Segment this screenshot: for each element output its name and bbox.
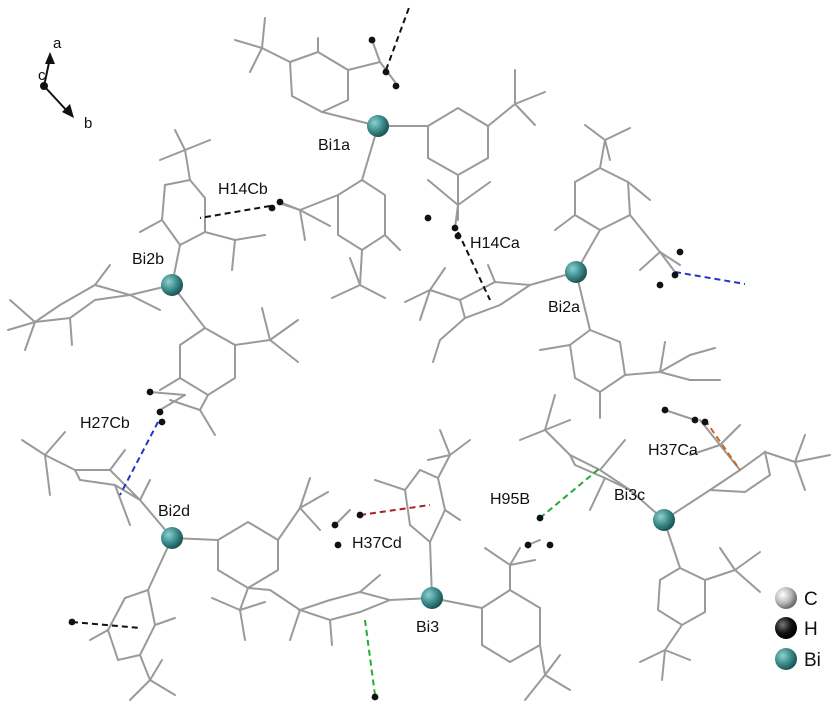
contact-bi3-bottom — [364, 619, 376, 696]
label-bi2b: Bi2b — [132, 251, 164, 268]
bi2a-upper-aryl — [554, 124, 681, 273]
bi2d-lower-aryl — [89, 537, 176, 701]
contact-lines — [71, 4, 746, 696]
atom-bi3 — [421, 587, 443, 609]
atom-bi2a — [565, 261, 587, 283]
contact-bi2d-lower — [71, 621, 141, 629]
bi3-right-aryl — [431, 547, 571, 701]
axis-a-label: a — [53, 35, 62, 52]
label-bi1a: Bi1a — [318, 137, 350, 154]
label-h37cd: H37Cd — [352, 535, 402, 552]
contact-h14cb — [199, 205, 271, 219]
label-h95b: H95B — [490, 491, 530, 508]
legend-label-c: C — [804, 589, 818, 610]
label-bi2d: Bi2d — [158, 503, 190, 520]
label-bi3c: Bi3c — [614, 487, 645, 504]
label-bi3: Bi3 — [416, 619, 439, 636]
bi3-left-aryl — [247, 574, 433, 646]
bi3-upper-aryl — [374, 429, 471, 599]
molecular-framework — [7, 17, 831, 701]
bi2b-lower-aryl — [159, 284, 299, 436]
bi2b-upper-aryl — [139, 129, 266, 286]
label-h37ca: H37Ca — [648, 442, 698, 459]
legend-label-bi: Bi — [804, 650, 821, 671]
atom-bi1a — [367, 115, 389, 137]
bi3c-upper-aryl — [519, 394, 665, 521]
bi3c-lower-aryl — [639, 519, 761, 681]
contact-h95b — [539, 467, 601, 519]
contact-h27cb — [119, 421, 159, 496]
hydrogen-atoms — [68, 36, 709, 701]
atom-bi3c — [653, 509, 675, 531]
contact-h37ca — [704, 419, 741, 471]
ch-fragments — [149, 39, 696, 546]
atom-bi2d — [161, 527, 183, 549]
bi1a-right-aryl — [377, 69, 546, 221]
atom-labels: Bi1a Bi2b Bi2a Bi2d Bi3 Bi3c H14Cb H14Ca… — [80, 137, 698, 636]
axis-b-label: b — [84, 115, 92, 132]
contact-h14ca — [457, 231, 491, 301]
bismuth-atoms — [161, 115, 675, 609]
label-bi2a: Bi2a — [548, 299, 580, 316]
legend-item-c: C — [775, 587, 818, 610]
bi1a-upper-aryl — [234, 17, 396, 127]
contact-bi2a-right — [674, 271, 746, 285]
contact-h37cd — [359, 504, 431, 516]
atom-legend: C H Bi — [775, 587, 821, 671]
bi2d-upper-aryl — [21, 431, 173, 539]
axis-c-label: c — [38, 67, 46, 84]
bi2b-left-aryl — [7, 264, 173, 351]
legend-label-h: H — [804, 619, 818, 640]
legend-item-bi: Bi — [775, 648, 821, 671]
atom-bi2b — [161, 274, 183, 296]
bi2a-lower-aryl — [539, 271, 721, 419]
bi2d-right-aryl — [171, 477, 329, 641]
label-h14cb: H14Cb — [218, 181, 268, 198]
label-h14ca: H14Ca — [470, 235, 520, 252]
legend-item-h: H — [775, 617, 818, 640]
axis-indicator: a c b — [38, 35, 92, 132]
contact-h-top — [385, 4, 411, 71]
label-h27cb: H27Cb — [80, 415, 130, 432]
bi3c-right-aryl — [663, 419, 831, 521]
bi2a-left-aryl — [404, 264, 577, 363]
